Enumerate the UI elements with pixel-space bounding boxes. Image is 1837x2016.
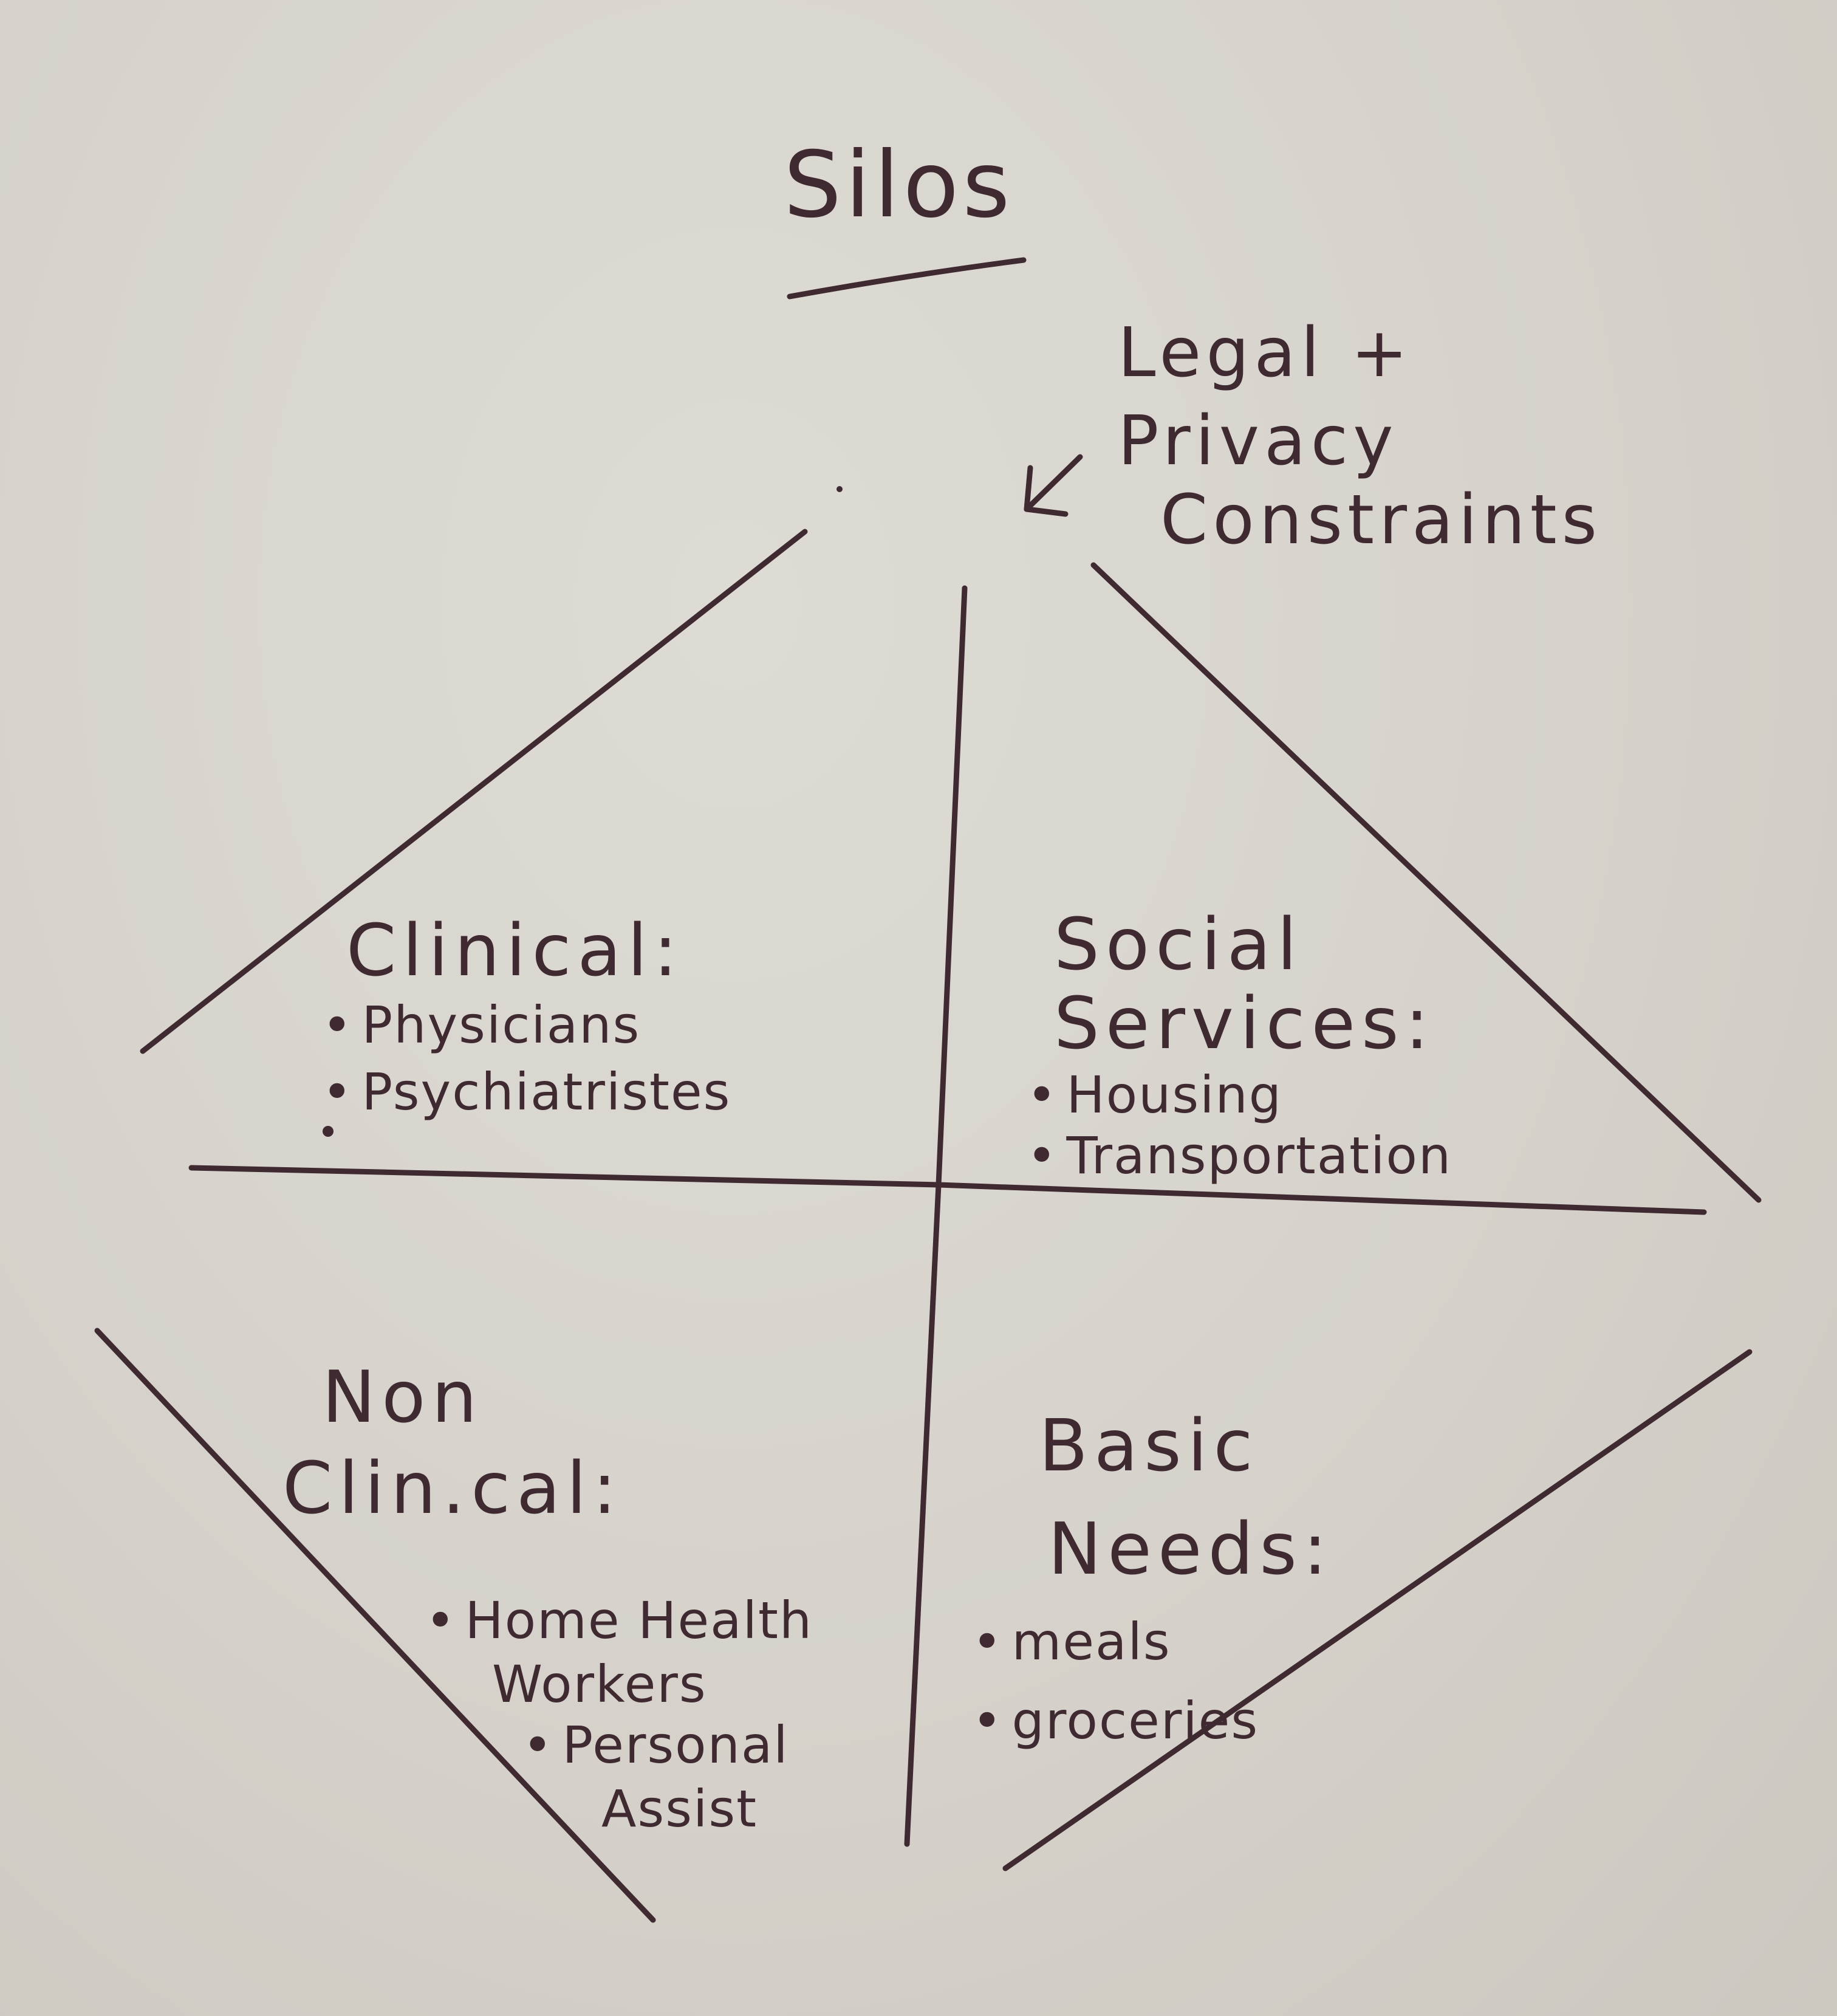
- non-clinical-item-label: Home Health: [465, 1591, 813, 1650]
- diamond-edge-bottom-right: [1002, 1349, 1753, 1871]
- non-clinical-heading-line-2: Clin.cal:: [282, 1446, 623, 1530]
- vertical-divider: [904, 585, 968, 1847]
- bullet-dot-icon: •: [972, 1612, 1004, 1671]
- social-services-heading-line-1: Social: [1054, 902, 1303, 986]
- non-clinical-item-home-health: •Home Health: [425, 1595, 813, 1646]
- constraint-note-line-1: Legal +: [1118, 314, 1413, 393]
- basic-needs-item-label: meals: [1011, 1612, 1171, 1671]
- bullet-dot-icon: •: [1027, 1065, 1058, 1125]
- bullet-dot-icon: •: [322, 995, 354, 1055]
- clinical-item-label: Physicians: [361, 995, 641, 1055]
- non-clinical-item-label: Personal: [562, 1715, 789, 1775]
- horizontal-divider: [188, 1165, 1707, 1215]
- social-services-item-transportation: •Transportation: [1027, 1130, 1452, 1181]
- diamond-edge-top-right: [1090, 562, 1762, 1203]
- constraint-note-line-2: Privacy: [1118, 402, 1398, 481]
- basic-needs-heading-line-2: Needs:: [1048, 1507, 1333, 1591]
- non-clinical-heading-line-1: Non: [322, 1355, 484, 1439]
- clinical-item-physicians: •Physicians: [322, 999, 640, 1051]
- non-clinical-item-workers: Workers: [492, 1654, 707, 1714]
- clinical-item-label: Psychiatristes: [361, 1062, 731, 1122]
- basic-needs-item-label: groceries: [1011, 1691, 1259, 1750]
- diamond-edge-bottom-left: [94, 1328, 656, 1923]
- title-underline: [787, 257, 1027, 300]
- social-services-item-housing: •Housing: [1027, 1069, 1282, 1120]
- bullet-dot-icon: •: [425, 1591, 457, 1650]
- social-services-item-label: Housing: [1066, 1065, 1283, 1125]
- diamond-edge-top-left: [140, 529, 808, 1054]
- bullet-dot-icon: •: [1027, 1126, 1058, 1185]
- social-services-item-label: Transportation: [1066, 1126, 1452, 1185]
- bullet-dot-icon: •: [522, 1715, 554, 1775]
- bullet-dot-icon: •: [322, 1062, 354, 1122]
- basic-needs-item-meals: •meals: [972, 1616, 1171, 1667]
- stray-pen-mark: [836, 486, 843, 492]
- non-clinical-item-assist: Assist: [601, 1779, 758, 1839]
- clinical-item-psychiatristes: •Psychiatristes: [322, 1066, 731, 1117]
- non-clinical-item-personal: •Personal: [522, 1719, 789, 1771]
- constraint-note-line-3: Constraints: [1160, 481, 1603, 560]
- diagram-title: Silos: [784, 132, 1014, 238]
- social-services-heading-line-2: Services:: [1054, 981, 1435, 1065]
- bullet-dot-icon: •: [972, 1691, 1004, 1750]
- basic-needs-heading-line-1: Basic: [1039, 1404, 1259, 1487]
- clinical-heading: Clinical:: [346, 908, 684, 992]
- basic-needs-item-groceries: •groceries: [972, 1695, 1259, 1746]
- stray-bullet-dot: [323, 1126, 334, 1137]
- arrow-pointing-down-left-icon: [1024, 454, 1083, 517]
